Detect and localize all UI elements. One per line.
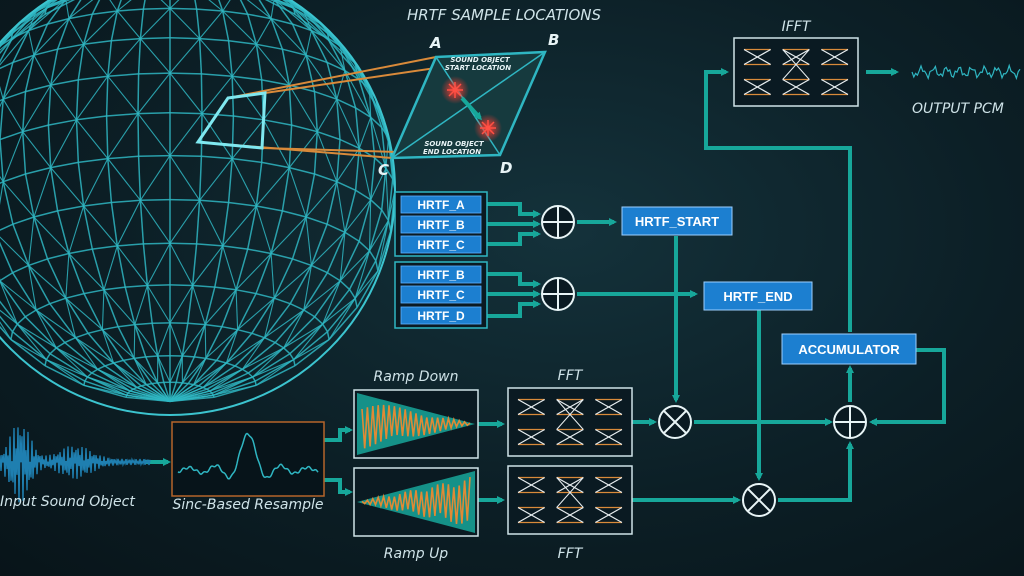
hrtf-start-block: HRTF_START [621,206,733,236]
hrtf-list-group-1: HRTF_A HRTF_B HRTF_C [394,191,488,257]
projection-lines [195,51,546,159]
corner-c-label: C [378,161,389,179]
sum-node-3 [833,405,867,439]
fft-block-bottom: FFT [507,465,633,562]
hrtf-sample-quad: SOUND OBJECT START LOCATION SOUND OBJECT… [390,50,547,160]
accumulator-block: ACCUMULATOR [781,333,917,365]
fft-block-top: FFT [507,368,633,457]
input-sound-object: Input Sound Object [0,427,151,510]
hrtf-start-label: HRTF_START [635,214,719,229]
wireframe-sphere [0,0,396,416]
ifft-label: IFFT [782,19,812,35]
hrtf-end-block: HRTF_END [703,281,813,311]
ramp-up-block: Ramp Up [353,467,479,562]
hrtf-b-2: HRTF_B [417,268,465,282]
fft-bottom-label: FFT [558,546,584,562]
resample-label: Sinc-Based Resample [172,497,323,513]
multiply-node-1 [658,405,692,439]
corner-a-label: A [429,34,442,52]
hrtf-a-1: HRTF_A [417,198,465,212]
ifft-block: IFFT [733,19,859,107]
hrtf-c-1: HRTF_C [417,238,465,252]
ramp-up-label: Ramp Up [384,546,449,562]
accumulator-label: ACCUMULATOR [798,342,900,357]
output-pcm-label: OUTPUT PCM [912,101,1004,117]
multiply-node-2 [742,483,776,517]
hrtf-c-2: HRTF_C [417,288,465,302]
sinc-resample-block: Sinc-Based Resample [171,421,325,513]
signal-wires [145,68,946,504]
hrtf-end-label: HRTF_END [723,289,792,304]
input-label: Input Sound Object [0,494,135,510]
corner-b-label: B [548,31,559,49]
sum-node-2 [541,277,575,311]
hrtf-list-group-2: HRTF_B HRTF_C HRTF_D [394,261,488,329]
sum-node-1 [541,205,575,239]
end-label-2: END LOCATION [423,148,481,156]
corner-d-label: D [500,159,512,177]
diagram-title: HRTF SAMPLE LOCATIONS [407,6,602,24]
start-label-2: START LOCATION [445,64,511,72]
fft-top-label: FFT [558,368,584,384]
output-pcm: OUTPUT PCM [911,63,1021,117]
hrtf-b-1: HRTF_B [417,218,465,232]
end-label-1: SOUND OBJECT [424,140,485,148]
ramp-down-label: Ramp Down [374,369,459,385]
start-label-1: SOUND OBJECT [450,56,511,64]
ramp-down-block: Ramp Down [353,369,479,459]
hrtf-d-2: HRTF_D [417,309,465,323]
